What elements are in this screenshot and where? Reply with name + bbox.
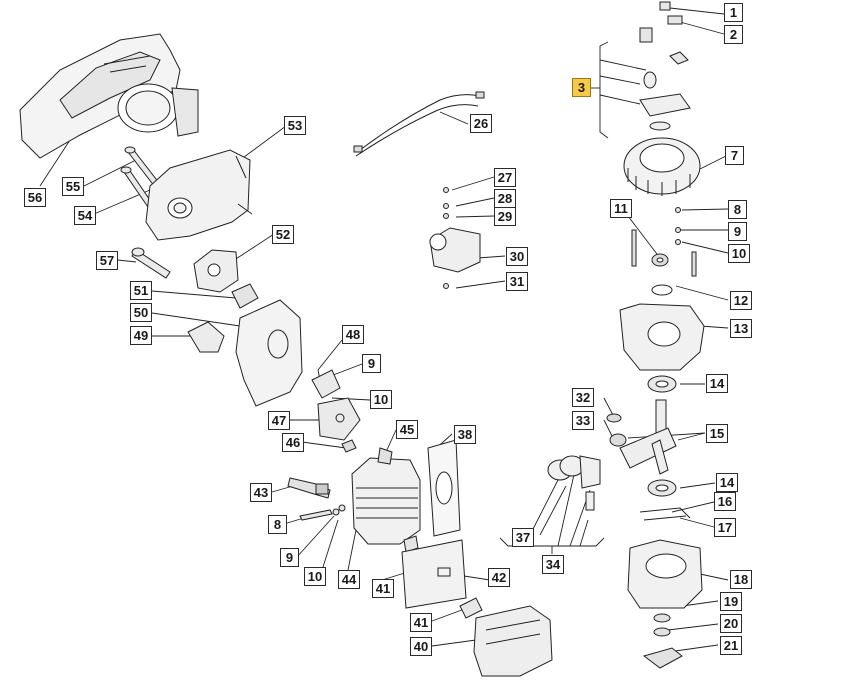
callout-17[interactable]: 17 [714, 518, 736, 537]
callout-13[interactable]: 13 [730, 319, 752, 338]
part-43-spark-plug [287, 477, 331, 499]
callout-30[interactable]: 30 [506, 247, 528, 266]
callout-21[interactable]: 21 [720, 636, 742, 655]
callout-8[interactable]: 8 [728, 200, 747, 219]
part-3-clutch [639, 71, 691, 131]
callout-18[interactable]: 18 [730, 570, 752, 589]
callout-7[interactable]: 7 [725, 146, 744, 165]
callout-45[interactable]: 45 [396, 420, 418, 439]
part-50-insulator [235, 299, 303, 407]
callout-33[interactable]: 33 [572, 411, 594, 430]
callout-12[interactable]: 12 [730, 291, 752, 310]
callout-10[interactable]: 10 [304, 567, 326, 586]
callout-3-highlighted[interactable]: 3 [572, 78, 591, 97]
part-38-gasket [427, 439, 461, 537]
callout-14[interactable]: 14 [706, 374, 728, 393]
callout-41[interactable]: 41 [410, 613, 432, 632]
part-11-spacer [651, 253, 669, 267]
part-7-flywheel [623, 137, 701, 196]
callout-40[interactable]: 40 [410, 637, 432, 656]
part-8-9-10-small-left [299, 504, 346, 521]
callout-55[interactable]: 55 [62, 177, 84, 196]
callout-8[interactable]: 8 [268, 515, 287, 534]
part-34-37-piston [547, 455, 601, 511]
callout-29[interactable]: 29 [494, 207, 516, 226]
callout-9[interactable]: 9 [728, 222, 747, 241]
part-26-wire-harness [353, 91, 485, 157]
callout-43[interactable]: 43 [250, 483, 272, 502]
part-49-bracket [187, 321, 225, 353]
callout-31[interactable]: 31 [506, 272, 528, 291]
callout-32[interactable]: 32 [572, 388, 594, 407]
callout-56[interactable]: 56 [24, 188, 46, 207]
part-18-crankcase-lower [627, 539, 703, 609]
callout-54[interactable]: 54 [74, 206, 96, 225]
part-57-pin [131, 247, 171, 279]
part-51-gasket [231, 283, 259, 309]
callout-34[interactable]: 34 [542, 555, 564, 574]
callout-26[interactable]: 26 [470, 114, 492, 133]
callout-53[interactable]: 53 [284, 116, 306, 135]
callout-9[interactable]: 9 [362, 354, 381, 373]
callout-10[interactable]: 10 [370, 390, 392, 409]
part-40-muffler [473, 605, 553, 677]
callout-46[interactable]: 46 [282, 433, 304, 452]
callout-15[interactable]: 15 [706, 424, 728, 443]
callout-42[interactable]: 42 [488, 568, 510, 587]
part-1-2-bolts [639, 1, 689, 65]
callout-10[interactable]: 10 [728, 244, 750, 263]
callout-28[interactable]: 28 [494, 189, 516, 208]
part-48-47-ignition [311, 369, 361, 441]
callout-20[interactable]: 20 [720, 614, 742, 633]
callout-16[interactable]: 16 [714, 492, 736, 511]
callout-51[interactable]: 51 [130, 281, 152, 300]
part-30-coil [429, 227, 481, 273]
callout-52[interactable]: 52 [272, 225, 294, 244]
part-13-crankcase [619, 303, 705, 371]
callout-14[interactable]: 14 [716, 473, 738, 492]
part-19-20-21 [642, 613, 683, 669]
part-53-cover [145, 149, 253, 241]
callout-27[interactable]: 27 [494, 168, 516, 187]
part-15-crankshaft [619, 399, 677, 475]
callout-2[interactable]: 2 [724, 25, 743, 44]
part-41-small [403, 535, 419, 553]
part-12-circlip [651, 284, 673, 296]
callout-41[interactable]: 41 [372, 579, 394, 598]
fasteners-27-31 [443, 187, 449, 289]
callout-19[interactable]: 19 [720, 592, 742, 611]
callout-38[interactable]: 38 [454, 425, 476, 444]
part-14-bearings [647, 375, 677, 497]
part-16-17 [639, 507, 691, 521]
part-41-gasket-lower [459, 597, 483, 619]
callout-1[interactable]: 1 [724, 3, 743, 22]
callout-50[interactable]: 50 [130, 303, 152, 322]
part-46-nut [341, 439, 357, 453]
callout-37[interactable]: 37 [512, 528, 534, 547]
callout-57[interactable]: 57 [96, 251, 118, 270]
fasteners-right [631, 207, 697, 277]
part-56-handle-housing [19, 33, 199, 159]
callout-49[interactable]: 49 [130, 326, 152, 345]
part-42-heat-shield [401, 539, 467, 609]
part-32-33 [606, 413, 627, 447]
part-52-carburetor [193, 249, 239, 293]
callout-9[interactable]: 9 [280, 548, 299, 567]
callout-47[interactable]: 47 [268, 411, 290, 430]
callout-11[interactable]: 11 [610, 199, 632, 218]
callout-48[interactable]: 48 [342, 325, 364, 344]
part-44-45-cylinder [351, 447, 421, 545]
callout-44[interactable]: 44 [338, 570, 360, 589]
